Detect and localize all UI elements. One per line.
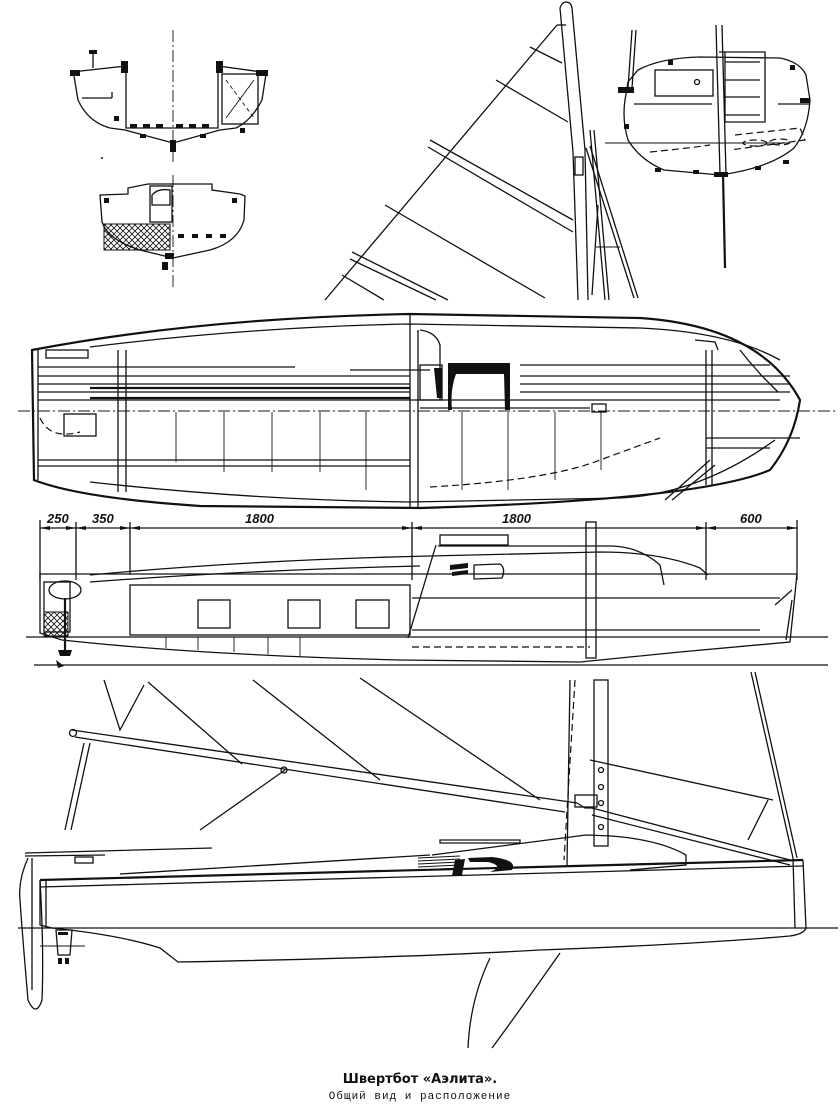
dim-250: 250 (46, 511, 69, 526)
dim-350: 350 (92, 511, 114, 526)
plan-view (18, 312, 838, 510)
side-elevation (18, 671, 838, 1049)
profile-section (26, 521, 828, 668)
dim-600: 600 (740, 511, 762, 526)
dimension-line: 250 350 1800 1800 600 (39, 511, 798, 580)
drawing-subtitle: Общий вид и расположение (328, 1091, 512, 1103)
drawing-title: Швертбот «Аэлита». (342, 1072, 498, 1087)
dim-1800-fwd: 1800 (502, 511, 532, 526)
dim-1800-aft: 1800 (245, 511, 275, 526)
bow-section (589, 24, 811, 301)
cross-sections (70, 30, 268, 288)
sail-plan-top (324, 1, 639, 301)
